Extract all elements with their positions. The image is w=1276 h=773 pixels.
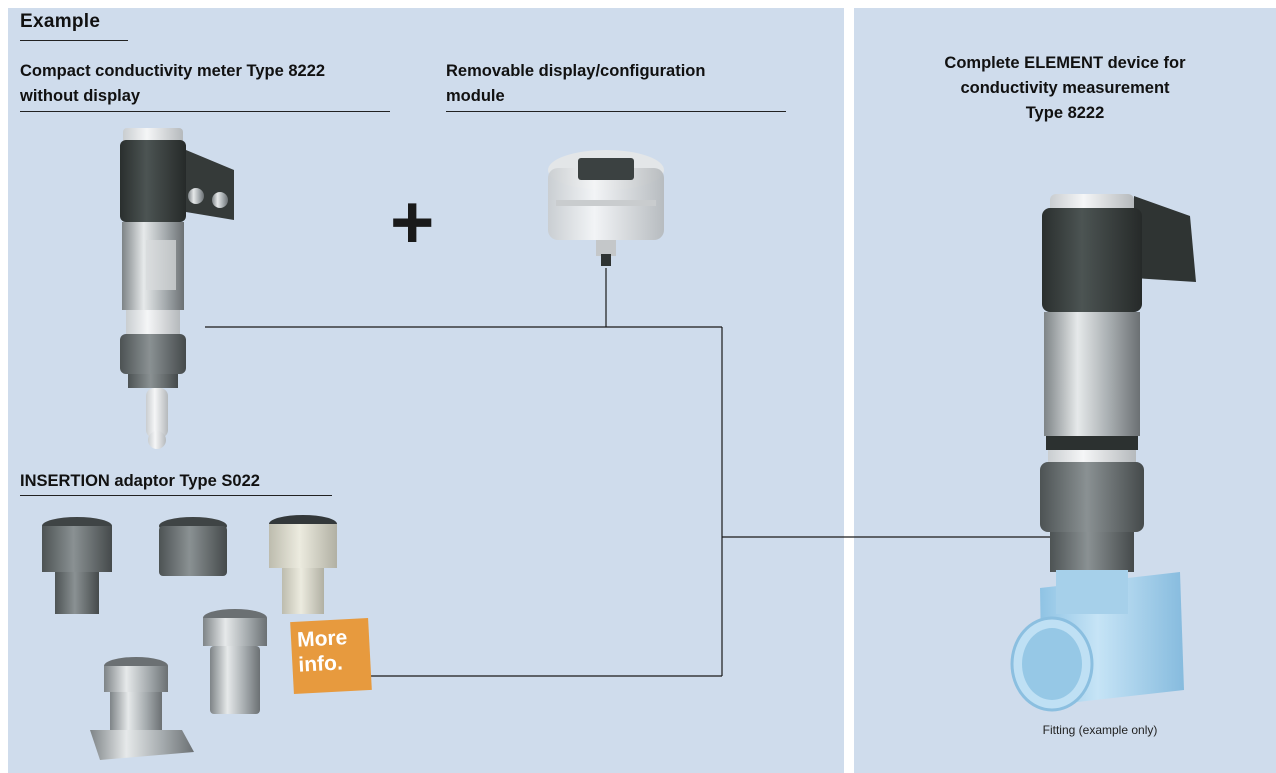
plus-sign: + <box>390 180 435 265</box>
meter-label-line2: without display <box>20 87 141 105</box>
adaptor-steel-tall <box>203 609 267 714</box>
complete-label-line3: Type 8222 <box>1025 104 1105 122</box>
more-info-line1: More <box>296 626 348 652</box>
section-title-underline <box>20 40 128 41</box>
meter-label-line1: Compact conductivity meter Type 8222 <box>20 62 326 80</box>
adaptor-grey-large <box>42 517 112 614</box>
adaptor-steel-flange <box>90 657 194 760</box>
conductivity-meter-illustration <box>120 128 234 449</box>
section-title: Example <box>20 11 101 32</box>
adaptor-grey-small <box>159 517 227 576</box>
complete-device-illustration <box>1010 194 1196 712</box>
module-label: Removable display/configuration module <box>446 59 705 109</box>
adaptor-cream <box>269 515 337 614</box>
more-info-line2: info. <box>297 651 344 677</box>
adaptor-label-underline <box>20 495 332 496</box>
module-label-line1: Removable display/configuration <box>446 62 706 80</box>
complete-label-line2: conductivity measurement <box>960 79 1170 97</box>
fitting-caption: Fitting (example only) <box>1042 723 1158 737</box>
more-info-button[interactable]: More info. <box>290 618 372 694</box>
module-label-underline <box>446 111 786 112</box>
module-label-line2: module <box>446 87 505 105</box>
meter-label: Compact conductivity meter Type 8222 wit… <box>20 59 325 109</box>
complete-label-line1: Complete ELEMENT device for <box>944 54 1186 72</box>
meter-label-underline <box>20 111 390 112</box>
connector-lines <box>205 268 1050 677</box>
display-module-illustration <box>548 150 664 266</box>
adaptor-label: INSERTION adaptor Type S022 <box>20 472 260 490</box>
complete-device-label: Complete ELEMENT device for conductivity… <box>910 51 1220 126</box>
insertion-adaptors-illustration <box>42 515 337 760</box>
